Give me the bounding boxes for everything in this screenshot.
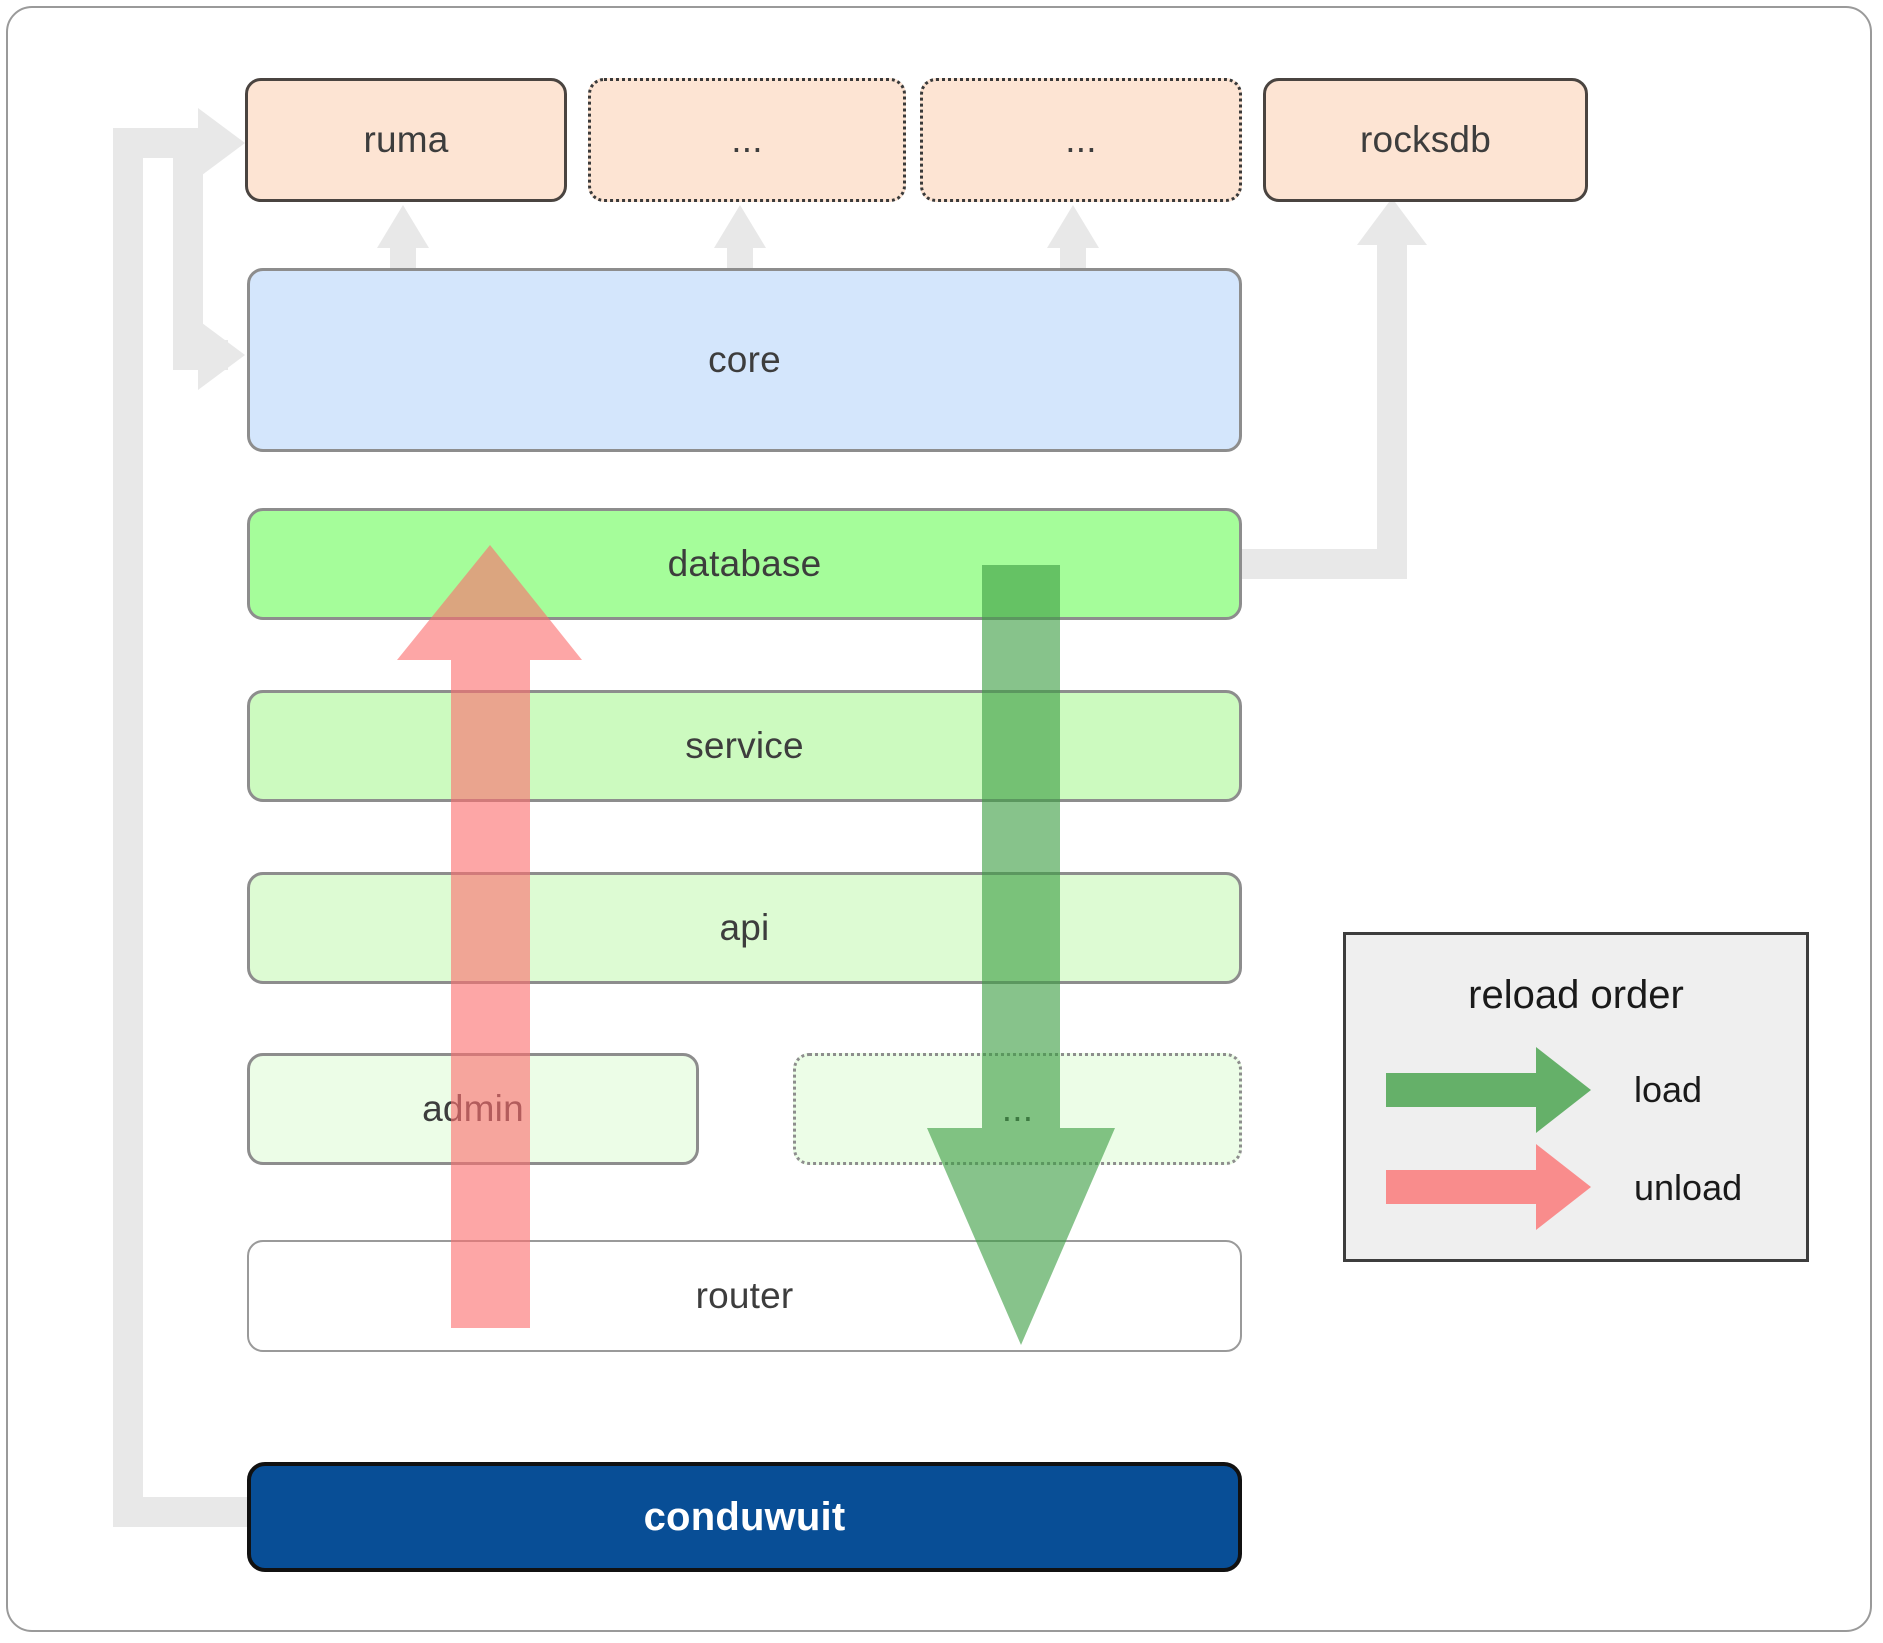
crate-box-rocksdb[interactable]: rocksdb [1263, 78, 1588, 202]
load-arrow-icon [1386, 1047, 1591, 1133]
crate-box-ruma[interactable]: ruma [245, 78, 567, 202]
crate-label-ruma: ruma [363, 119, 449, 160]
layer-label-database: database [667, 543, 822, 584]
root-box-conduwuit[interactable]: conduwuit [247, 1462, 1242, 1572]
unload-arrow-icon [1386, 1144, 1591, 1230]
layer-box-admin[interactable]: admin [247, 1053, 699, 1165]
layer-label-api: api [719, 907, 770, 948]
layer-label-service: service [685, 725, 804, 766]
layer-box-more[interactable]: ... [793, 1053, 1242, 1165]
diagram-frame [6, 6, 1872, 1632]
layer-box-database[interactable]: database [247, 508, 1242, 620]
layer-label-admin: admin [422, 1088, 524, 1129]
crate-label-rocksdb: rocksdb [1360, 119, 1491, 160]
crate-box-dots-1[interactable]: ... [588, 78, 906, 202]
legend-title: reload order [1468, 973, 1684, 1017]
layer-box-api[interactable]: api [247, 872, 1242, 984]
legend-label-unload: unload [1634, 1167, 1743, 1208]
legend-panel: reload order load unload [1343, 932, 1809, 1262]
legend-label-load: load [1634, 1069, 1703, 1110]
layer-box-core[interactable]: core [247, 268, 1242, 452]
crate-label-dots-2: ... [1065, 119, 1097, 160]
crate-box-dots-2[interactable]: ... [920, 78, 1242, 202]
layer-label-router: router [695, 1275, 794, 1316]
layer-label-core: core [708, 339, 781, 380]
legend-arrow-glyphs [1386, 1047, 1591, 1230]
layer-label-more: ... [1001, 1088, 1034, 1129]
layer-box-router[interactable]: router [247, 1240, 1242, 1352]
crate-label-dots-1: ... [731, 119, 763, 160]
layer-box-service[interactable]: service [247, 690, 1242, 802]
root-label-conduwuit: conduwuit [643, 1494, 846, 1539]
